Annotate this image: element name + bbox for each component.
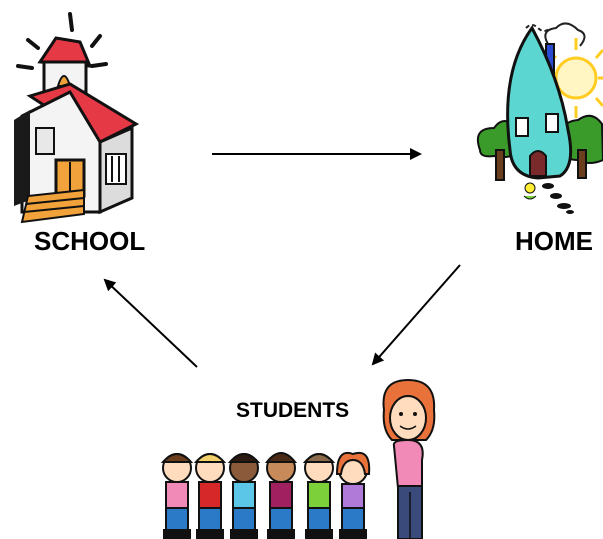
arrow-students-to-school xyxy=(103,278,198,368)
school-label: SCHOOL xyxy=(34,226,146,256)
students-group-icon xyxy=(160,378,436,539)
home-house-icon xyxy=(476,22,603,214)
teacher-icon xyxy=(382,378,436,539)
students-label: STUDENTS xyxy=(236,399,350,422)
home-label: HOME xyxy=(515,226,593,256)
school-house-icon xyxy=(14,12,140,224)
arrow-home-to-students xyxy=(371,264,461,366)
